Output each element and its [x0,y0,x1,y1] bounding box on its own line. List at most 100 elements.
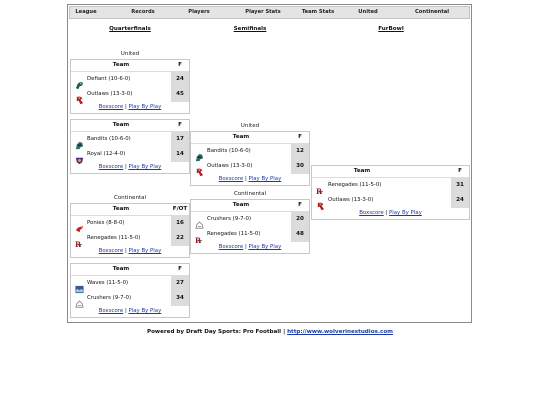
crushers-logo-icon [75,294,84,308]
play-by-play-link[interactable]: Play By Play [248,244,282,250]
game-links: Boxscore | Play By Play [71,102,189,113]
svg-text:R: R [75,240,82,249]
team-score: 27 [171,276,189,291]
team-score: 17 [171,132,189,147]
team-score: 12 [291,144,309,159]
team-row: Outlaws (13-3-0)24 [312,193,469,211]
team-row: Royal (12-4-0)14 [71,147,189,165]
team-score: 31 [451,178,469,193]
team-name: Royal (12-4-0) [87,151,126,157]
team-name: Renegades (11-5-0) [87,235,141,241]
link-separator: | [124,164,127,170]
round-furbowl[interactable]: FurBowl [378,26,404,32]
game-links: Boxscore | Play By Play [312,208,469,219]
conference-label-continental-sf: Continental [233,191,267,197]
boxscore-link[interactable]: Boxscore [359,210,384,216]
waves-logo-icon [75,279,84,294]
nav-records[interactable]: Records [131,9,155,15]
team-score: 30 [291,159,309,174]
nav-bar: League Records Players Player Stats Team… [69,6,470,19]
conference-label-continental-qf: Continental [113,195,147,201]
team-score: 48 [291,227,309,242]
team-name: Renegades (11-5-0) [207,231,261,237]
team-score: 16 [171,216,189,231]
nav-league[interactable]: League [75,9,97,15]
team-row: Outlaws (13-3-0) 30 [191,159,309,177]
link-separator: | [385,210,388,216]
game-links: Boxscore | Play By Play [191,242,309,253]
play-by-play-link[interactable]: Play By Play [128,308,162,314]
link-separator: | [124,104,127,110]
play-by-play-link[interactable]: Play By Play [128,104,162,110]
final-column-header: F [298,134,302,140]
outlaws-logo-icon [316,196,325,211]
footer-link[interactable]: http://www.wolverinestudios.com [287,329,394,335]
final-column-header: F/OT [172,206,188,212]
final-column-header: F [178,122,182,128]
team-column-header: Team [232,202,250,208]
team-row: Crushers (9-7-0)20 [191,212,309,229]
game-header: Team F/OT [71,204,189,216]
bandits-logo-icon [195,147,204,162]
team-name: Outlaws (13-3-0) [328,197,374,203]
nav-united[interactable]: United [358,9,378,15]
play-by-play-link[interactable]: Play By Play [248,176,282,182]
nav-continental[interactable]: Continental [415,9,449,15]
team-score: 45 [171,87,189,102]
team-row: Bandits (10-6-0)12 [191,144,309,162]
game-header: Team F [191,200,309,212]
boxscore-link[interactable]: Boxscore [98,104,124,110]
team-score: 34 [171,291,189,306]
team-name: Ponies (8-8-0) [87,220,125,226]
team-row: Crushers (9-7-0)34 [71,291,189,308]
final-column-header: F [458,168,462,174]
crushers-logo-icon [195,215,204,229]
nav-players[interactable]: Players [188,9,210,15]
boxscore-link[interactable]: Boxscore [98,308,124,314]
svg-text:r: r [320,190,323,196]
bandits-logo-icon [75,135,84,150]
boxscore-link[interactable]: Boxscore [98,248,124,254]
svg-text:R: R [195,236,202,245]
play-by-play-link[interactable]: Play By Play [388,210,422,216]
boxscore-link[interactable]: Boxscore [98,164,124,170]
final-column-header: F [298,202,302,208]
svg-text:R: R [316,187,323,196]
play-by-play-link[interactable]: Play By Play [128,248,162,254]
boxscore-link[interactable]: Boxscore [218,176,244,182]
team-row: Ponies (8-8-0) 16 [71,216,189,233]
team-name: Waves (11-5-0) [87,280,129,286]
team-score: 24 [171,72,189,87]
team-column-header: Team [112,206,130,212]
footer: Powered by Draft Day Sports: Pro Footbal… [0,329,540,335]
team-column-header: Team [112,266,130,272]
playoff-bracket-frame: League Records Players Player Stats Team… [67,4,472,323]
round-semifinals[interactable]: Semifinals [233,26,267,32]
nav-player-stats[interactable]: Player Stats [245,9,281,15]
royal-logo-icon [75,150,84,165]
link-separator: | [124,308,127,314]
team-name: Defiant (10-6-0) [87,76,131,82]
round-quarterfinals[interactable]: Quarterfinals [109,26,151,32]
conference-label-united-sf: United [240,123,260,129]
team-column-header: Team [112,62,130,68]
play-by-play-link[interactable]: Play By Play [128,164,162,170]
game-links: Boxscore | Play By Play [71,246,189,257]
team-name: Renegades (11-5-0) [328,182,382,188]
team-column-header: Team [353,168,371,174]
outlaws-logo-icon [195,162,204,177]
boxscore-link[interactable]: Boxscore [218,244,244,250]
nav-team-stats[interactable]: Team Stats [301,9,335,15]
team-name: Outlaws (13-3-0) [87,91,133,97]
game-links: Boxscore | Play By Play [191,174,309,185]
team-column-header: Team [112,122,130,128]
team-name: Outlaws (13-3-0) [207,163,253,169]
